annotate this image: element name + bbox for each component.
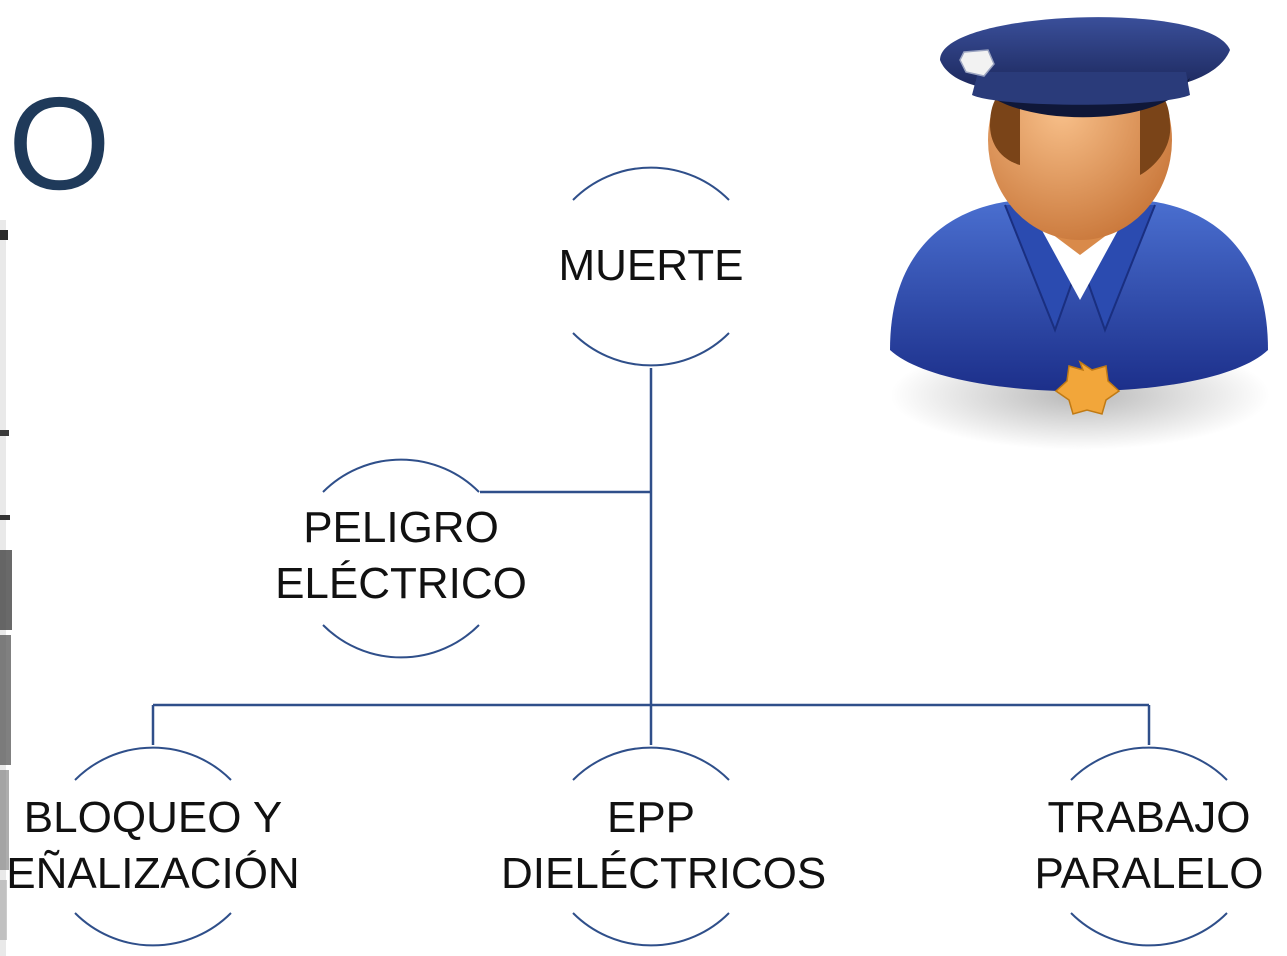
node-peligro-circle	[322, 458, 480, 659]
node-bloqueo-line-2: EÑALIZACIÓN	[6, 849, 300, 898]
torn-paper-edge	[0, 220, 12, 956]
node-peligro-line-1: PELIGRO	[303, 503, 499, 552]
node-epp-line-2: DIELÉCTRICOS	[501, 849, 827, 898]
node-peligro-line-2: ELÉCTRICO	[275, 559, 527, 608]
node-muerte-circle	[572, 166, 730, 367]
node-trabajo-line-2: PARALELO	[1034, 849, 1264, 898]
node-shapes	[74, 166, 1228, 947]
node-epp-circle	[572, 746, 730, 947]
node-muerte-label: MUERTE	[501, 238, 801, 294]
node-epp-line-1: EPP	[606, 793, 696, 842]
node-trabajo-label: TRABAJO PARALELO	[1024, 790, 1274, 902]
police-officer-icon	[890, 17, 1270, 450]
node-muerte-line-1: MUERTE	[558, 241, 744, 290]
connectors	[151, 368, 1151, 745]
node-bloqueo-label: BLOQUEO Y EÑALIZACIÓN	[3, 790, 303, 902]
node-epp-label: EPP DIELÉCTRICOS	[501, 790, 827, 902]
node-peligro-label: PELIGRO ELÉCTRICO	[251, 500, 551, 612]
node-trabajo-line-1: TRABAJO	[1047, 793, 1251, 842]
node-bloqueo-circle	[74, 746, 232, 947]
slide-title: JO	[0, 70, 113, 217]
node-trabajo-circle	[1070, 746, 1228, 947]
node-bloqueo-line-1: BLOQUEO Y	[23, 793, 283, 842]
